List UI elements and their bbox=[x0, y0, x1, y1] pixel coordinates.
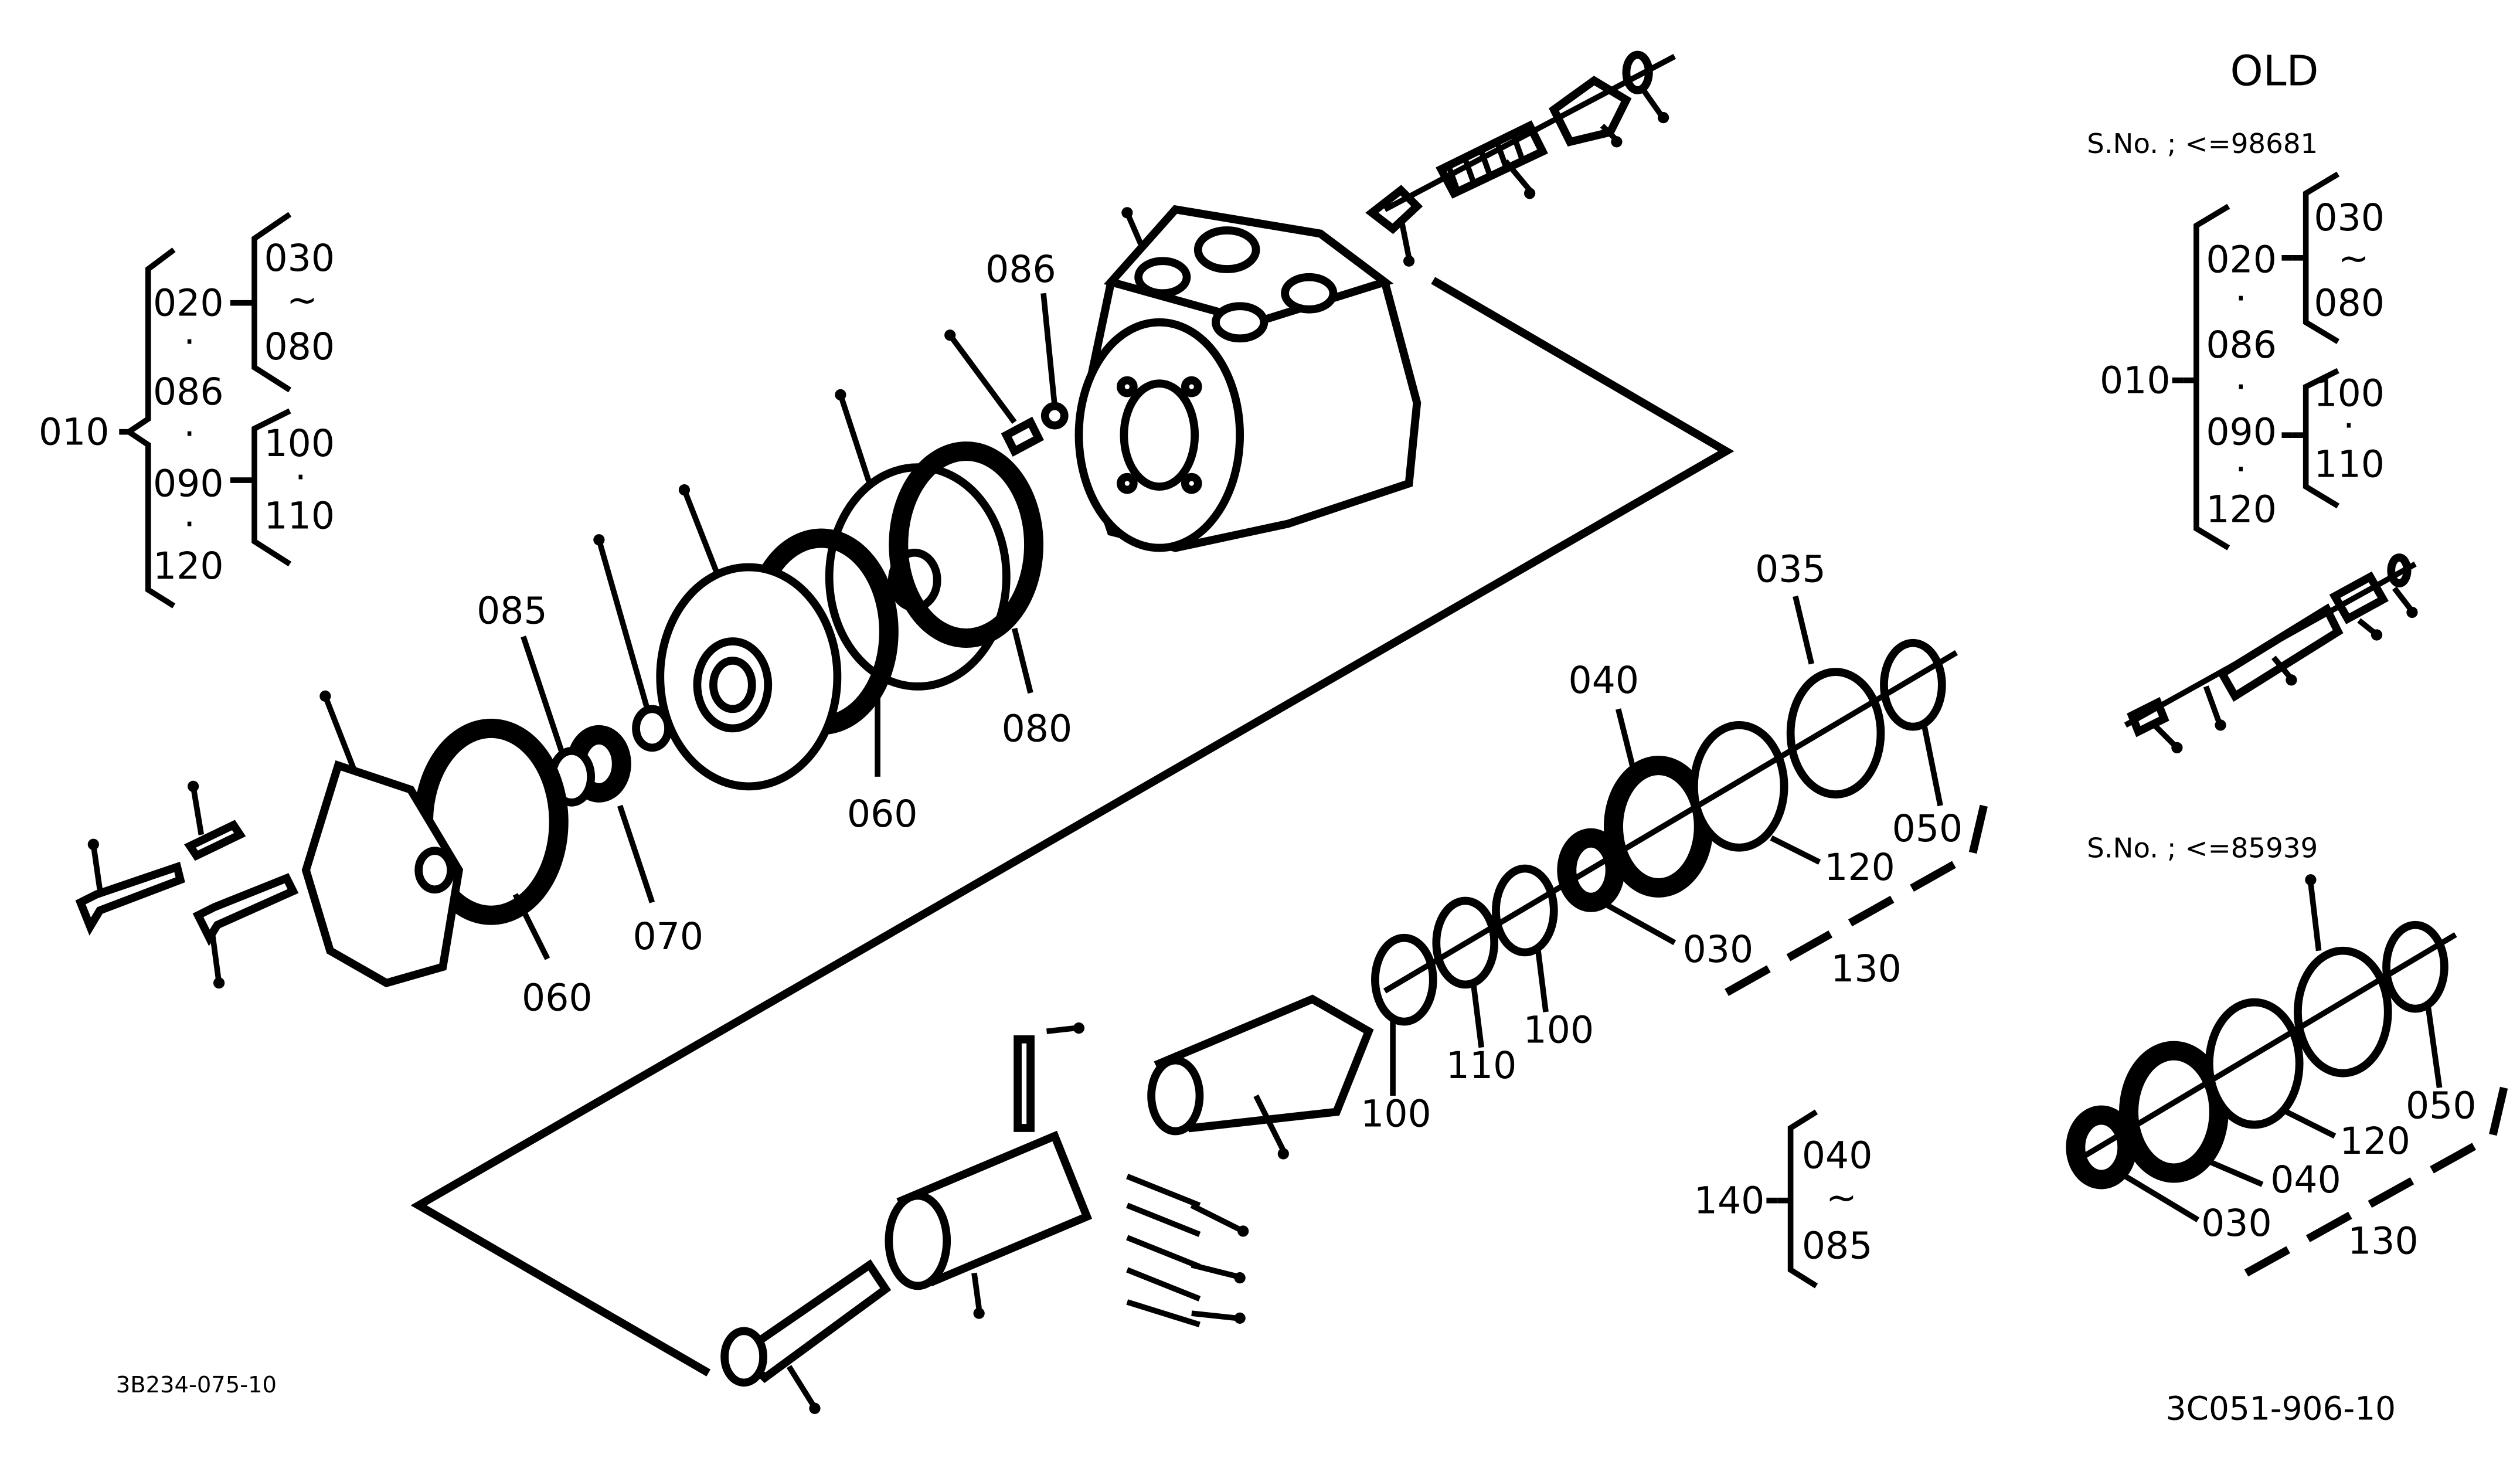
tree-left-sep-0: · bbox=[183, 320, 195, 363]
tree-left-range-mid-0: 100 bbox=[264, 422, 335, 465]
old-relief-valve bbox=[2124, 553, 2417, 738]
tree-right-item-1: 086 bbox=[2206, 323, 2277, 366]
gerotor-set bbox=[656, 563, 842, 791]
callout-050: 050 bbox=[1892, 807, 1963, 850]
tree-right-item-3: 120 bbox=[2206, 488, 2277, 531]
tree-left-range-mid-1: 110 bbox=[264, 494, 335, 538]
assembly-outline bbox=[410, 277, 1735, 1377]
tree-left-item-3: 120 bbox=[153, 544, 224, 587]
valve-housing bbox=[1074, 205, 1421, 552]
tree-right-range-top-0: 030 bbox=[2314, 196, 2385, 239]
o-ring-080 bbox=[889, 441, 1044, 648]
tree-right-sep-1: · bbox=[2235, 365, 2247, 409]
kit-130-bracket bbox=[1713, 804, 1988, 1003]
serial-lower: S.No. ; <=85939 bbox=[2087, 832, 2318, 864]
tree-right-range-top-2: 080 bbox=[2314, 281, 2385, 325]
sleeve bbox=[885, 1130, 1093, 1290]
tree-left-item-0: 020 bbox=[153, 281, 224, 325]
callout-060-lower: 060 bbox=[522, 976, 593, 1019]
tree-left-item-1: 086 bbox=[153, 370, 224, 413]
drive-shaft bbox=[720, 1259, 892, 1387]
callout-030: 030 bbox=[1683, 927, 1754, 971]
tree-right-item-2: 090 bbox=[2206, 410, 2277, 454]
tree-right-range-top-1: ~ bbox=[2338, 236, 2369, 280]
callout-040: 040 bbox=[1569, 658, 1640, 702]
spool bbox=[1147, 994, 1374, 1136]
relief-valve-parts bbox=[1365, 50, 1676, 235]
tree-left-item-2: 090 bbox=[153, 462, 224, 505]
tree-right-root: 010 bbox=[2100, 359, 2171, 402]
gland-120 bbox=[1689, 721, 1788, 852]
tree-right-sep-2: · bbox=[2235, 447, 2247, 491]
callout-old-120: 120 bbox=[2339, 1119, 2410, 1163]
end-cap bbox=[301, 760, 464, 988]
old-gland-120 bbox=[2205, 998, 2304, 1129]
old-kit-130-bracket bbox=[2244, 1086, 2508, 1277]
callout-labels: 086 085 060 060 070 080 035 040 050 120 … bbox=[477, 247, 2476, 1262]
seal-035 bbox=[1786, 668, 1885, 798]
callout-old-050: 050 bbox=[2406, 1084, 2477, 1127]
valve-plate bbox=[825, 463, 1011, 691]
kit-140-range-0: 040 bbox=[1802, 1134, 1873, 1177]
callout-old-040: 040 bbox=[2270, 1158, 2341, 1201]
tree-right-range-mid-1: 110 bbox=[2314, 443, 2385, 486]
pin bbox=[1014, 1035, 1035, 1132]
callout-080: 080 bbox=[1002, 706, 1073, 750]
tree-right-item-0: 020 bbox=[2206, 238, 2277, 281]
old-o-ring-040 bbox=[2119, 1041, 2229, 1183]
callout-035: 035 bbox=[1755, 547, 1826, 590]
centering-springs bbox=[1126, 1174, 1201, 1327]
parts-tree-right: 010 020 · 086 · 090 · 120 030 ~ 080 100 … bbox=[2100, 171, 2385, 550]
spring-and-ball bbox=[1001, 402, 1069, 457]
callout-old-030: 030 bbox=[2201, 1201, 2272, 1245]
tree-left-sep-2: · bbox=[183, 502, 195, 545]
callout-085: 085 bbox=[477, 589, 547, 633]
tree-left-root: 010 bbox=[39, 410, 110, 454]
old-seal-035 bbox=[2294, 946, 2392, 1078]
kit-140-root: 140 bbox=[1694, 1179, 1765, 1222]
drawing-code-right: 3C051-906-10 bbox=[2166, 1390, 2396, 1428]
callout-120: 120 bbox=[1824, 845, 1895, 889]
tree-left-range-mid-sep: · bbox=[295, 456, 307, 499]
drawing-code-left: 3B234-075-10 bbox=[116, 1372, 277, 1398]
callout-110: 110 bbox=[1446, 1044, 1517, 1087]
bolts bbox=[75, 820, 299, 946]
seal-030 bbox=[1557, 828, 1625, 912]
kit-140-range-1: ~ bbox=[1826, 1175, 1857, 1219]
callout-130: 130 bbox=[1831, 947, 1902, 990]
callout-100-b: 100 bbox=[1523, 1008, 1594, 1051]
callout-060-upper: 060 bbox=[847, 792, 918, 835]
kit-140-bracket: 140 040 ~ 085 bbox=[1694, 1109, 1873, 1289]
tree-right-sep-0: · bbox=[2235, 276, 2247, 320]
callout-086: 086 bbox=[985, 247, 1056, 291]
tree-left-range-top-0: 030 bbox=[264, 236, 335, 280]
callout-100-a: 100 bbox=[1361, 1092, 1431, 1135]
tree-right-range-mid-0: 100 bbox=[2314, 372, 2385, 415]
parts-tree-left: 010 020 · 086 · 090 · 120 030 ~ 080 100 … bbox=[39, 212, 335, 609]
old-heading: OLD bbox=[2230, 47, 2319, 96]
kit-140-range-2: 085 bbox=[1802, 1224, 1873, 1267]
leader-lines bbox=[87, 87, 2443, 1414]
tree-left-range-top-2: 080 bbox=[264, 325, 335, 368]
ring-050 bbox=[1880, 638, 1946, 731]
serial-upper: S.No. ; <=98681 bbox=[2087, 128, 2318, 160]
tree-right-range-mid-sep: · bbox=[2343, 404, 2355, 447]
tree-left-sep-1: · bbox=[183, 412, 195, 455]
callout-old-130: 130 bbox=[2348, 1219, 2419, 1262]
old-ring-050 bbox=[2382, 920, 2448, 1013]
tree-left-range-top-1: ~ bbox=[287, 278, 318, 321]
spacer-washer bbox=[632, 705, 672, 752]
callout-070: 070 bbox=[633, 915, 704, 958]
